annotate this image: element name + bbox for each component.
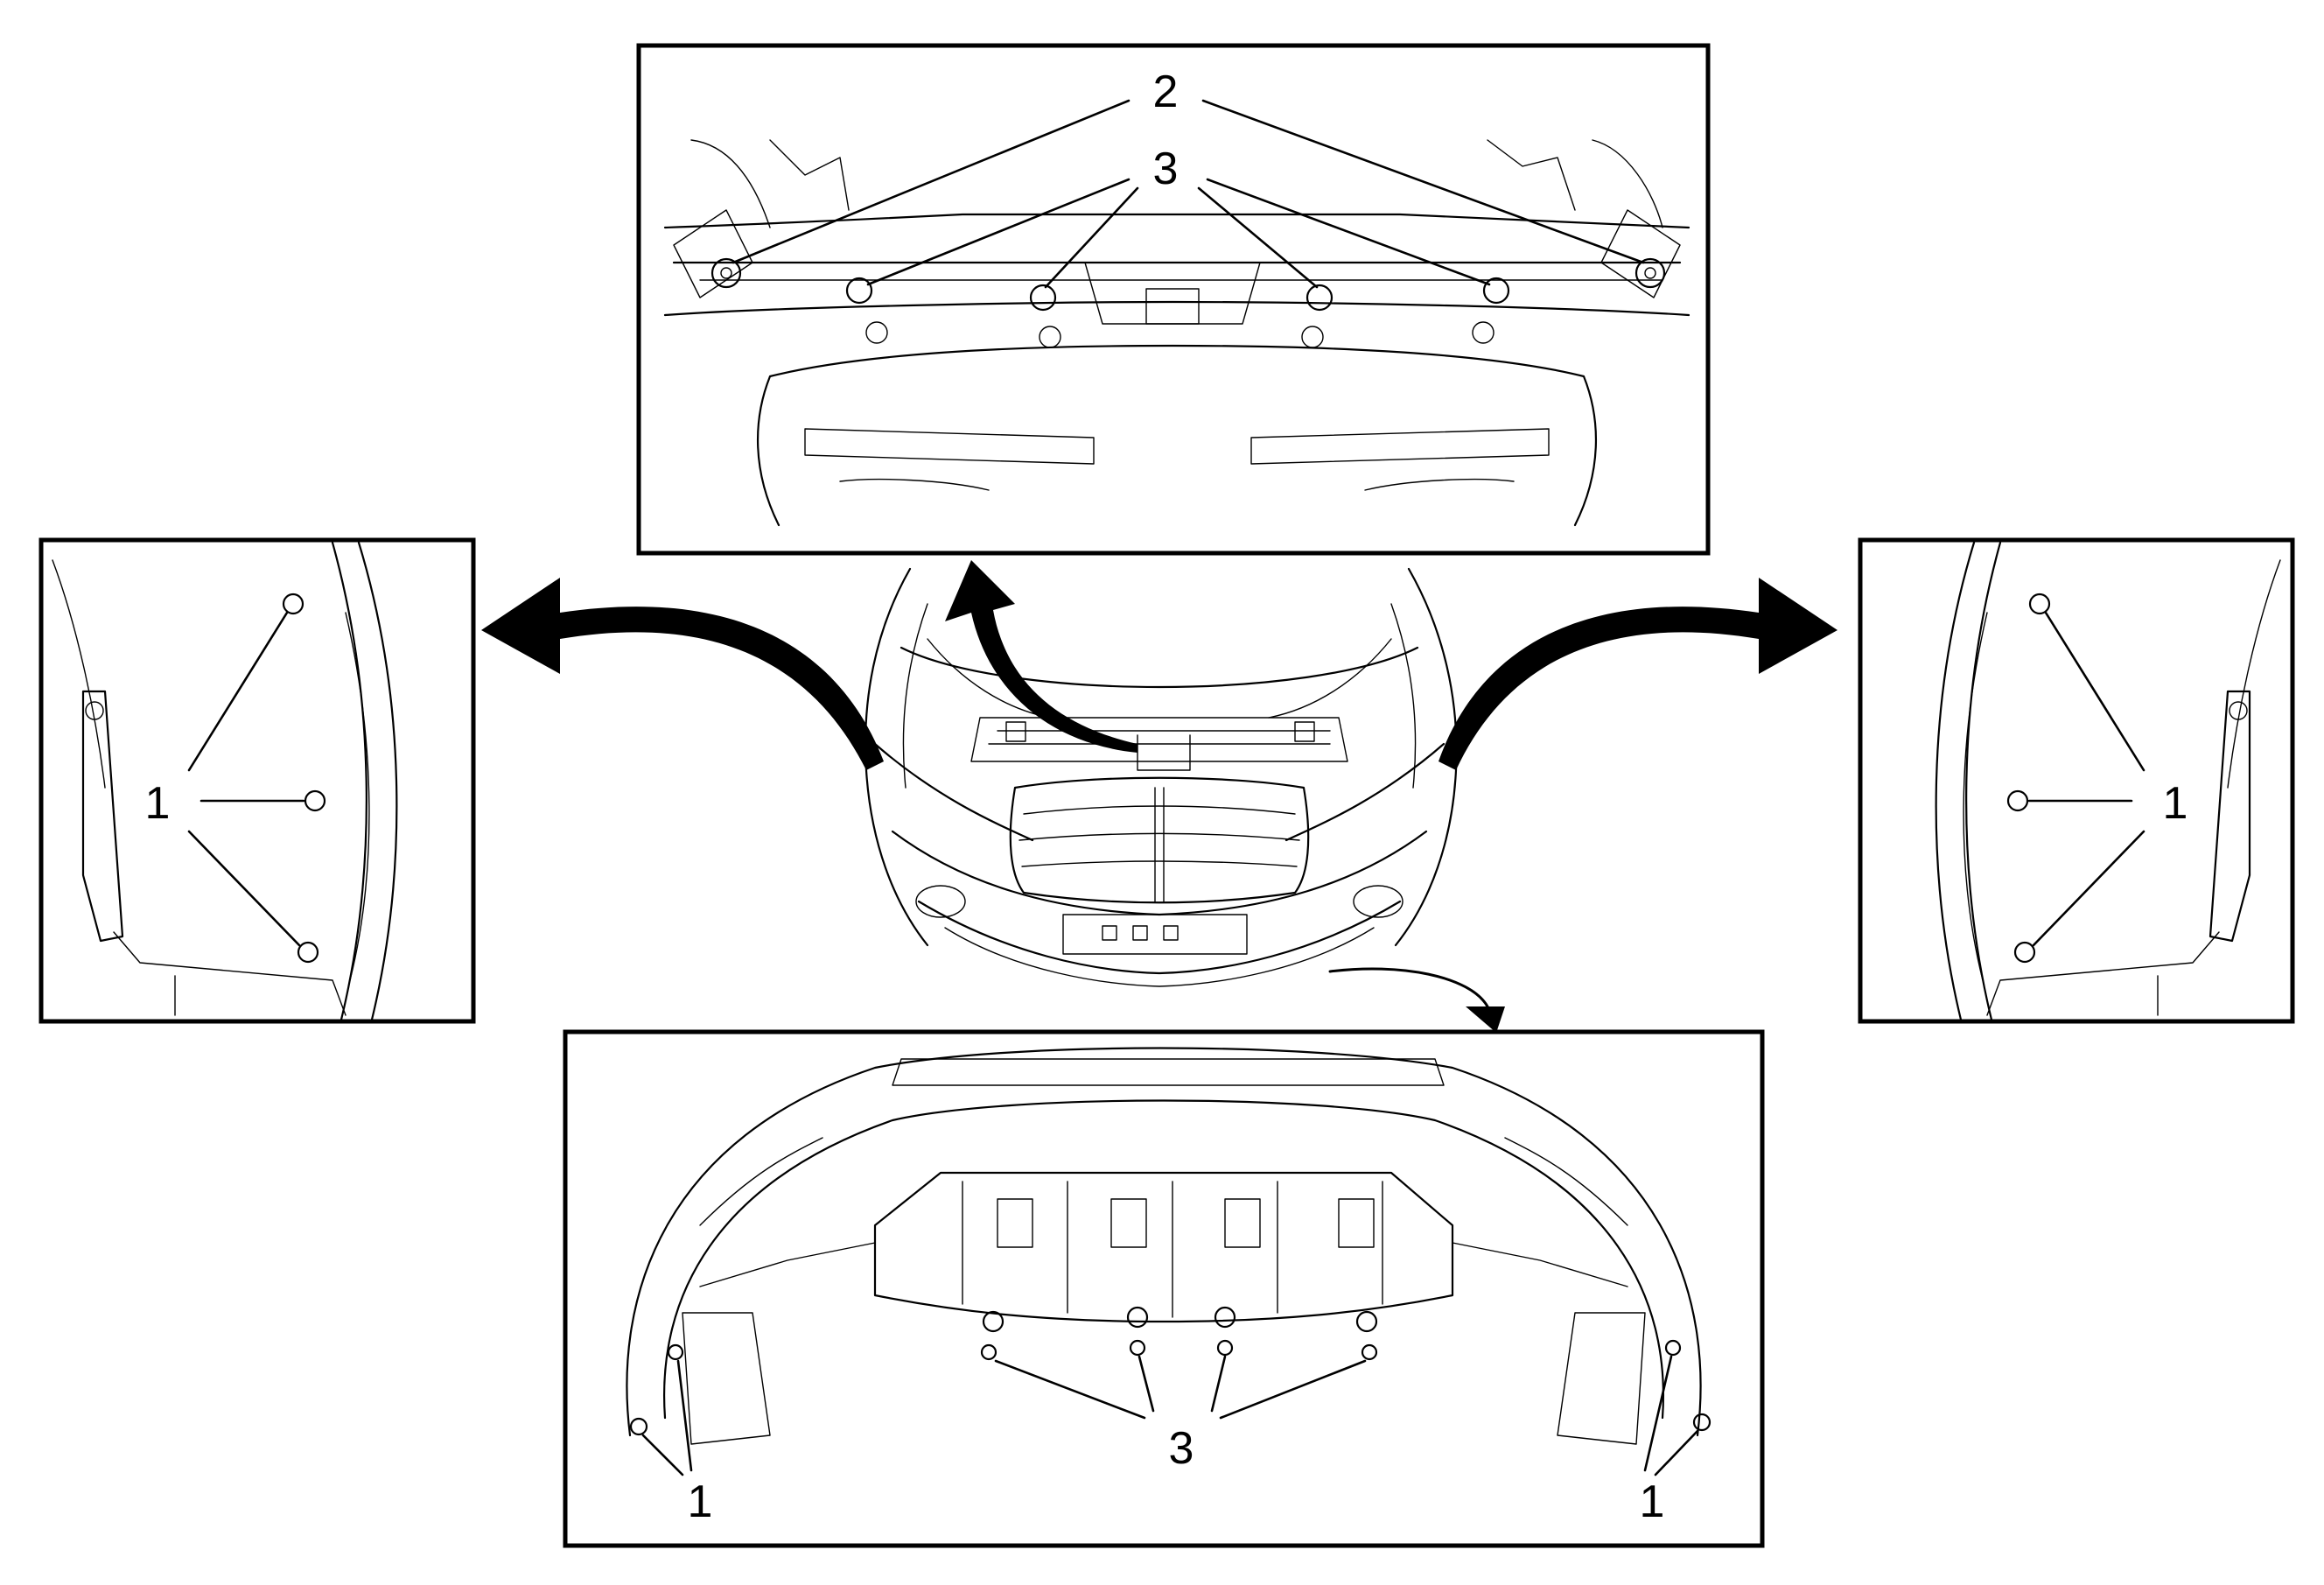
bottom-left-callout-1: 1 [688, 1476, 713, 1527]
bottom-left-fastener-upper-icon [667, 1343, 684, 1361]
fastener-2-right-icon [1634, 257, 1666, 289]
top-detail-panel: 2 3 [636, 43, 1711, 556]
right-detail-panel: 1 [1858, 537, 2295, 1024]
fastener-2-left-icon [710, 257, 742, 289]
right-fastener-middle-icon [2006, 789, 2029, 812]
arrow-to-left-detail [481, 578, 884, 770]
left-callout-1: 1 [145, 778, 171, 829]
bottom-left-fastener-icon [629, 1417, 648, 1436]
left-fastener-upper-icon [282, 593, 304, 615]
right-callout-1: 1 [2163, 778, 2188, 829]
right-fastener-upper-icon [2028, 593, 2051, 615]
bottom-leaders [641, 1355, 1699, 1476]
bottom-right-callout-1: 1 [1640, 1476, 1665, 1527]
right-fastener-lower-icon [2013, 941, 2036, 964]
bottom-callout-3: 3 [1169, 1423, 1194, 1474]
top-callout-2: 2 [1153, 67, 1179, 117]
center-vehicle-front-view [864, 560, 1505, 1033]
left-fastener-middle-icon [304, 789, 326, 812]
retainer-3-icons [845, 277, 1510, 348]
top-callout-3: 3 [1153, 144, 1179, 194]
top-leaders [732, 99, 1645, 289]
bottom-right-fastener-icon [1692, 1413, 1712, 1432]
arrow-to-right-detail [1438, 578, 1838, 770]
left-fastener-lower-icon [297, 941, 319, 964]
left-detail-panel: 1 [38, 537, 476, 1024]
bottom-retainer-3-icons [980, 1306, 1378, 1361]
bottom-right-fastener-upper-icon [1664, 1339, 1682, 1357]
bottom-detail-panel: 3 1 1 [563, 1029, 1765, 1548]
